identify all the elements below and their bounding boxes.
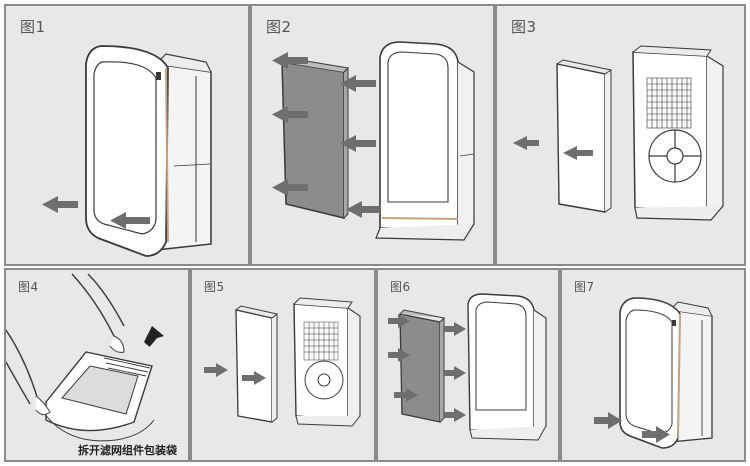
arrow-left-icon (346, 201, 380, 218)
arrow-right-icon (444, 408, 466, 422)
fig4-illustration (6, 273, 164, 442)
panel-fig6: 图6 (376, 268, 560, 462)
purifier-body (632, 51, 708, 213)
panel-label: 图2 (266, 18, 292, 36)
panel-fig5: 图5 (190, 268, 376, 462)
arrow-left-icon (563, 146, 593, 160)
arrow-up-icon (144, 326, 164, 347)
panel-label: 图1 (20, 18, 46, 36)
arrow-left-icon (513, 136, 539, 150)
fig1-illustration (42, 45, 212, 257)
arrow-right-icon (444, 322, 466, 336)
panel-label: 图6 (390, 280, 411, 294)
arrow-right-icon (642, 426, 670, 443)
purifier-body (293, 303, 349, 421)
arrow-left-icon (272, 106, 308, 123)
fan-icon (648, 129, 702, 183)
fig3-illustration (513, 45, 724, 221)
arrow-right-icon (242, 371, 266, 385)
filter-dark (399, 313, 441, 423)
arrow-left-icon (110, 212, 150, 229)
right-arm (71, 273, 123, 349)
panel-fig3: 图3 (495, 4, 746, 266)
arrow-right-icon (594, 412, 622, 429)
filter-white (556, 63, 606, 213)
panel-fig1: 图1 (4, 4, 250, 266)
arrow-left-icon (340, 75, 376, 92)
fig5-illustration (204, 297, 361, 427)
arrow-right-icon (444, 366, 466, 380)
panel-fig2: 图2 (250, 4, 495, 266)
fig7-illustration (594, 297, 713, 449)
arrow-right-icon (388, 314, 410, 328)
fig4-caption: 拆开滤网组件包装袋 (78, 444, 177, 457)
filter-dark (281, 61, 345, 219)
panel-label: 图5 (204, 280, 225, 294)
filter-grid (646, 77, 692, 129)
arrow-right-icon (388, 348, 410, 362)
purifier-body (379, 41, 459, 231)
arrow-left-icon (272, 179, 308, 196)
filter-grid (303, 321, 339, 361)
arrow-left-icon (340, 135, 376, 152)
purifier-body (467, 293, 535, 433)
arrow-right-icon (394, 388, 418, 402)
arrow-left-icon (272, 52, 308, 69)
arrow-left-icon (42, 196, 78, 213)
panel-fig4: 图4 拆开滤网组件包装袋 (4, 268, 190, 462)
panel-label: 图3 (511, 18, 537, 36)
fig6-illustration (388, 293, 547, 441)
front-panel (619, 297, 681, 449)
panel-fig7: 图7 (560, 268, 746, 462)
panel-label: 图7 (574, 280, 595, 294)
arrow-right-icon (204, 363, 228, 377)
panel-label: 图4 (18, 280, 39, 294)
front-panel (85, 45, 169, 257)
filter-white (235, 309, 273, 423)
fig2-illustration (272, 41, 475, 241)
fan-icon (304, 360, 344, 400)
